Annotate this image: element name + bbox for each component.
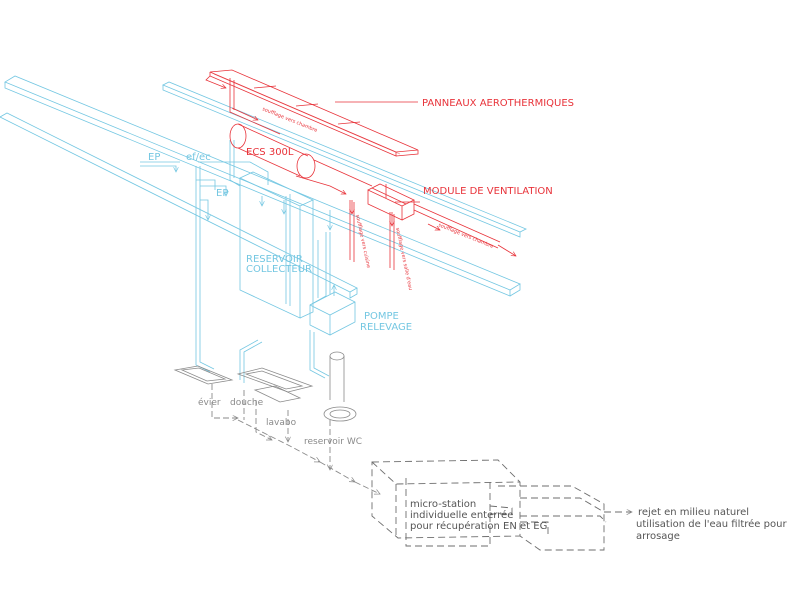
soufflage-cuisine-label: soufflage vers cuisine (354, 214, 371, 268)
micro-station (371, 459, 632, 551)
ep-label-2: EP (216, 188, 228, 199)
evier-label: évier (198, 397, 221, 408)
micro-station-label-3: pour récupération EN et EG (410, 520, 547, 532)
relevage-label: RELEVAGE (360, 322, 412, 333)
ecs-tank (229, 123, 373, 195)
ef-ec-label: ef/ec (186, 152, 211, 163)
soufflage-salle-eau-label: soufflage vers salle d'eau (394, 227, 413, 291)
reservoir-wc-label: reservoir WC (304, 437, 362, 447)
rejet-label-2: utilisation de l'eau filtrée pour (636, 518, 787, 530)
rejet-label-1: rejet en milieu naturel (638, 507, 749, 518)
structure-beams (0, 75, 527, 299)
collecteur-label: COLLECTEUR (246, 264, 312, 275)
sanitary-fixtures (173, 351, 357, 422)
drain-lines (211, 384, 380, 494)
ventilation-module (367, 183, 420, 221)
panneaux-label: PANNEAUX AEROTHERMIQUES (422, 98, 574, 109)
rejet-label-3: arrosage (636, 531, 680, 542)
ep-label-1: EP (148, 152, 160, 163)
reservoir-label: RESERVOIR (246, 254, 303, 265)
lavabo-label: lavabo (266, 418, 297, 428)
reservoir-collecteur-tank (239, 171, 314, 319)
ecs-label: ECS 300L (246, 147, 294, 158)
aerothermal-panels (205, 69, 419, 157)
pompe-label: POMPE (364, 311, 399, 322)
micro-station-label-1: micro-station (410, 499, 476, 510)
pompe-relevage-box (309, 291, 356, 336)
module-label: MODULE DE VENTILATION (423, 186, 553, 197)
supply-ducts (350, 200, 516, 270)
micro-station-label-2: individuelle enterrée (410, 509, 513, 521)
water-piping (140, 140, 334, 383)
douche-label: douche (230, 398, 264, 408)
